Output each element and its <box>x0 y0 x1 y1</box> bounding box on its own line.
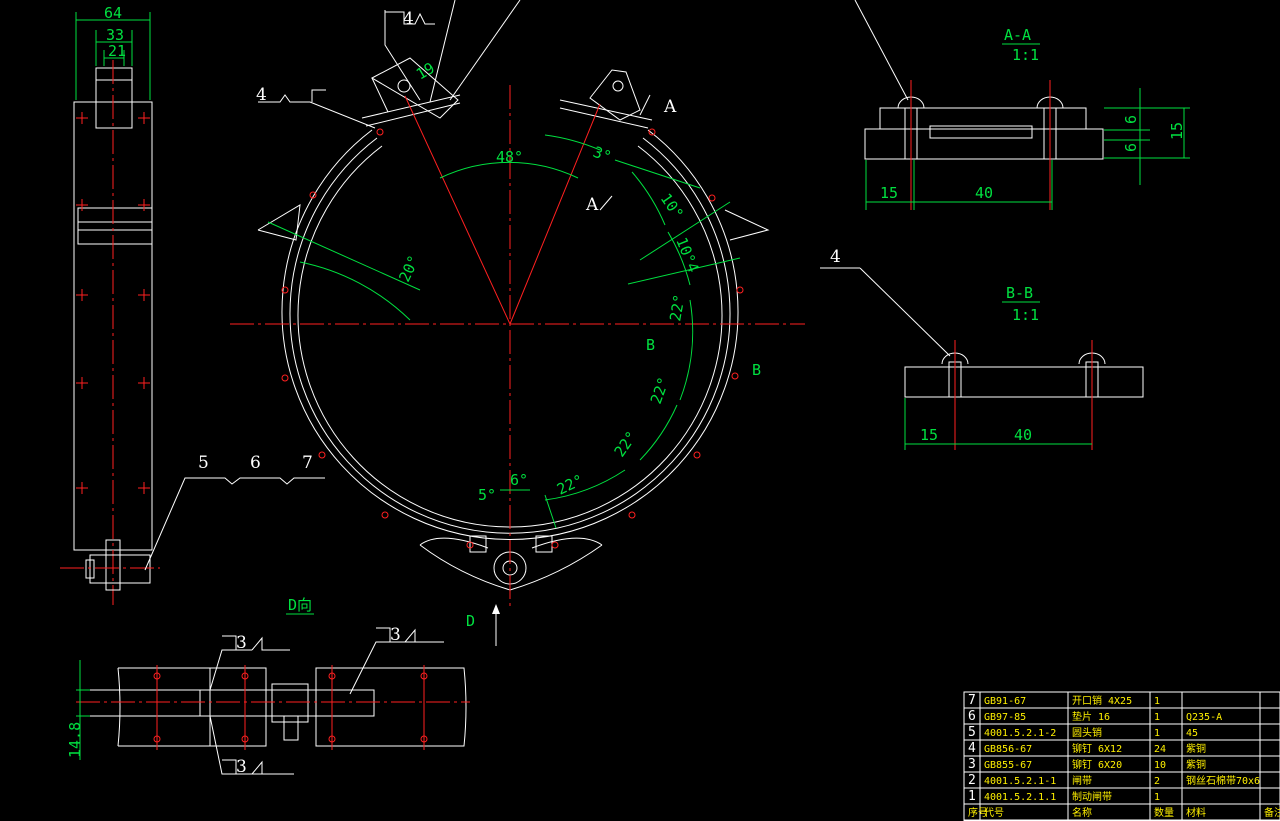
parts-cell-material: 紫铜 <box>1186 743 1206 755</box>
aa-dim-40: 40 <box>975 184 993 202</box>
section-bb-title: B-B <box>1006 284 1033 302</box>
parts-cell-name: 铆钉 6X12 <box>1072 742 1122 755</box>
parts-cell-name: 圆头销 <box>1072 726 1102 739</box>
parts-cell-qty: 1 <box>1154 696 1160 707</box>
cut-a-top: A <box>663 97 677 117</box>
parts-cell-name: 闸带 <box>1072 774 1092 787</box>
aa-dim-15v: 15 <box>1168 122 1186 140</box>
parts-cell-no: 3 <box>968 757 976 772</box>
parts-cell-material: Q235-A <box>1186 712 1222 723</box>
side-view: 64 33 21 5 6 7 <box>60 4 325 605</box>
dim-22deg-a: 22° <box>666 293 688 323</box>
dim-22deg-c: 22° <box>611 428 641 461</box>
view-d: D向 14.8 3 3 <box>66 596 470 777</box>
parts-cell-material: 45 <box>1186 728 1198 739</box>
d-dim-14-8: 14.8 <box>66 722 84 758</box>
parts-header-material: 材料 <box>1186 806 1206 819</box>
parts-cell-qty: 10 <box>1154 760 1166 771</box>
callout-weld-d1: 3 <box>236 633 247 653</box>
parts-cell-qty: 24 <box>1154 744 1166 755</box>
parts-cell-qty: 1 <box>1154 728 1160 739</box>
parts-cell-name: 制动闸带 <box>1072 790 1112 803</box>
callout-part-4: 4 <box>830 247 841 267</box>
parts-header-qty: 数量 <box>1154 806 1174 819</box>
aa-dim-6a: 6 <box>1122 115 1140 124</box>
parts-cell-qty: 2 <box>1154 776 1160 787</box>
callout-weld-d2: 3 <box>390 625 401 645</box>
cut-a-mid: A <box>585 195 599 215</box>
ring-view: 48° 20° 3° 10° 10°4 22° 22° 22° 22° 6° 5… <box>230 0 909 646</box>
callout-6: 6 <box>250 453 261 473</box>
section-aa: A-A 1:1 15 40 6 6 15 <box>864 26 1190 210</box>
callout-5: 5 <box>198 453 209 473</box>
parts-header-remark: 备注 <box>1264 806 1280 819</box>
dim-5deg: 5° <box>478 486 496 504</box>
parts-cell-no: 2 <box>968 773 976 788</box>
parts-cell-code: GB856-67 <box>984 744 1032 755</box>
dim-33: 33 <box>106 26 124 44</box>
parts-cell-code: 4001.5.2.1-1 <box>984 776 1056 787</box>
bb-dim-40: 40 <box>1014 426 1032 444</box>
parts-header-name: 名称 <box>1072 806 1092 819</box>
parts-cell-code: 4001.5.2.1-2 <box>984 728 1056 739</box>
dim-22deg-b: 22° <box>647 375 673 407</box>
parts-header-no: 序号 <box>968 806 988 819</box>
parts-header-code: 代号 <box>984 807 1004 819</box>
dim-21: 21 <box>108 42 126 60</box>
dim-48deg: 48° <box>496 148 523 166</box>
aa-dim-6b: 6 <box>1122 143 1140 152</box>
parts-cell-qty: 1 <box>1154 712 1160 723</box>
cut-b-right: B <box>752 361 761 379</box>
dim-22deg-d: 22° <box>554 471 586 499</box>
view-d-title: D向 <box>288 596 312 614</box>
section-aa-title: A-A <box>1004 26 1031 44</box>
parts-cell-no: 1 <box>968 789 976 804</box>
parts-cell-no: 6 <box>968 709 976 724</box>
parts-cell-name: 垫片 16 <box>1072 710 1110 723</box>
cut-b-left: B <box>646 336 655 354</box>
parts-cell-name: 开口销 4X25 <box>1072 694 1132 707</box>
parts-cell-no: 5 <box>968 725 976 740</box>
parts-cell-code: GB97-85 <box>984 712 1026 723</box>
callout-weld-top: 4 <box>403 9 414 29</box>
parts-cell-material: 钢丝石棉带70x6 <box>1186 774 1260 787</box>
dim-19: 19 <box>413 59 438 84</box>
callout-7: 7 <box>302 453 313 473</box>
section-bb: 4 B-B 1:1 15 40 <box>820 247 1144 450</box>
section-bb-scale: 1:1 <box>1012 306 1039 324</box>
parts-cell-name: 铆钉 6X20 <box>1072 758 1122 771</box>
bb-dim-15: 15 <box>920 426 938 444</box>
arrow-d-label: D <box>466 612 475 630</box>
parts-cell-code: GB855-67 <box>984 760 1032 771</box>
parts-cell-material: 紫铜 <box>1186 759 1206 771</box>
dim-20deg: 20° <box>395 253 423 285</box>
aa-dim-15: 15 <box>880 184 898 202</box>
parts-cell-code: GB91-67 <box>984 696 1026 707</box>
dim-64: 64 <box>104 4 122 22</box>
section-aa-scale: 1:1 <box>1012 46 1039 64</box>
parts-cell-no: 7 <box>968 693 976 708</box>
callout-weld-left: 4 <box>256 85 267 105</box>
dim-10-4deg: 10°4 <box>672 235 702 275</box>
parts-cell-qty: 1 <box>1154 792 1160 803</box>
parts-cell-code: 4001.5.2.1.1 <box>984 792 1056 803</box>
callout-weld-d3: 3 <box>236 757 247 777</box>
parts-cell-no: 4 <box>968 741 976 756</box>
dim-6deg: 6° <box>510 471 528 489</box>
dim-3deg: 3° <box>591 143 614 166</box>
